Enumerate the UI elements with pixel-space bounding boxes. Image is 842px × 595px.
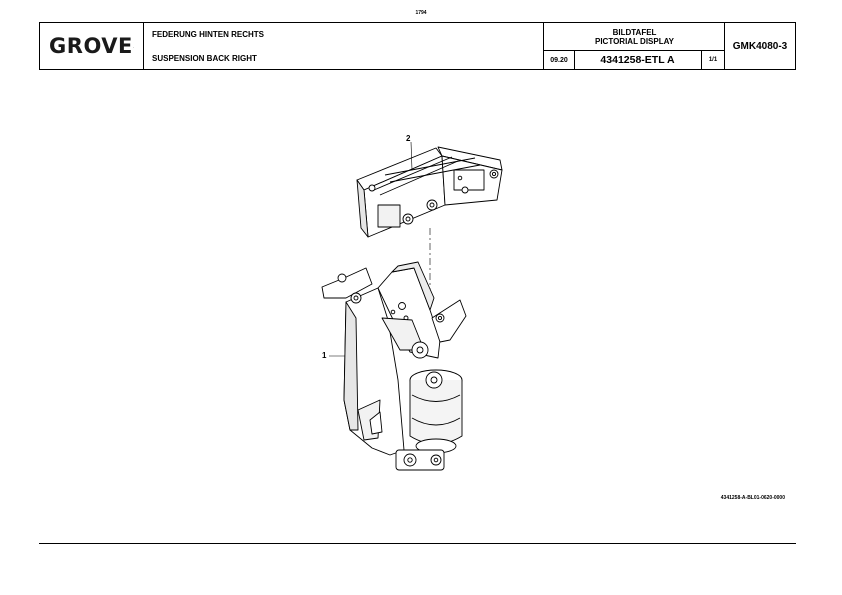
plate-label: BILDTAFEL PICTORIAL DISPLAY [544,23,725,51]
bracket-assembly [356,146,503,238]
plate-cell: BILDTAFEL PICTORIAL DISPLAY 09.20 434125… [544,23,725,69]
suspension-drawing [321,141,503,471]
title-german: FEDERUNG HINTEN RECHTS [152,30,265,39]
air-spring [395,369,463,471]
title-block: GROVE. FEDERUNG HINTEN RECHTS SUSPENSION… [39,22,796,70]
callout-1: 1 [322,351,327,360]
plate-label-german: BILDTAFEL [612,28,657,37]
callout-2: 2 [406,134,411,143]
plate-sheet: 1/1 [708,57,718,63]
model-number: GMK4080-3 [732,40,788,52]
bottom-rule [39,543,796,544]
title-cell: FEDERUNG HINTEN RECHTS SUSPENSION BACK R… [144,23,544,69]
grove-logo: GROVE. [40,23,144,69]
suspension-arm [321,261,467,456]
plate-reference: 4341258-ETL A [574,51,702,69]
page-number: 1794 [415,10,427,16]
title-english: SUSPENSION BACK RIGHT [152,54,257,63]
leader-line-2 [410,141,413,171]
plate-label-english: PICTORIAL DISPLAY [595,36,674,46]
plate-date: 09.20 [544,51,575,69]
logo-mark: . [132,43,134,49]
drawing-reference: 4341258-A-BL01-0620-0000 [720,495,785,501]
logo-text: GROVE [49,34,133,58]
